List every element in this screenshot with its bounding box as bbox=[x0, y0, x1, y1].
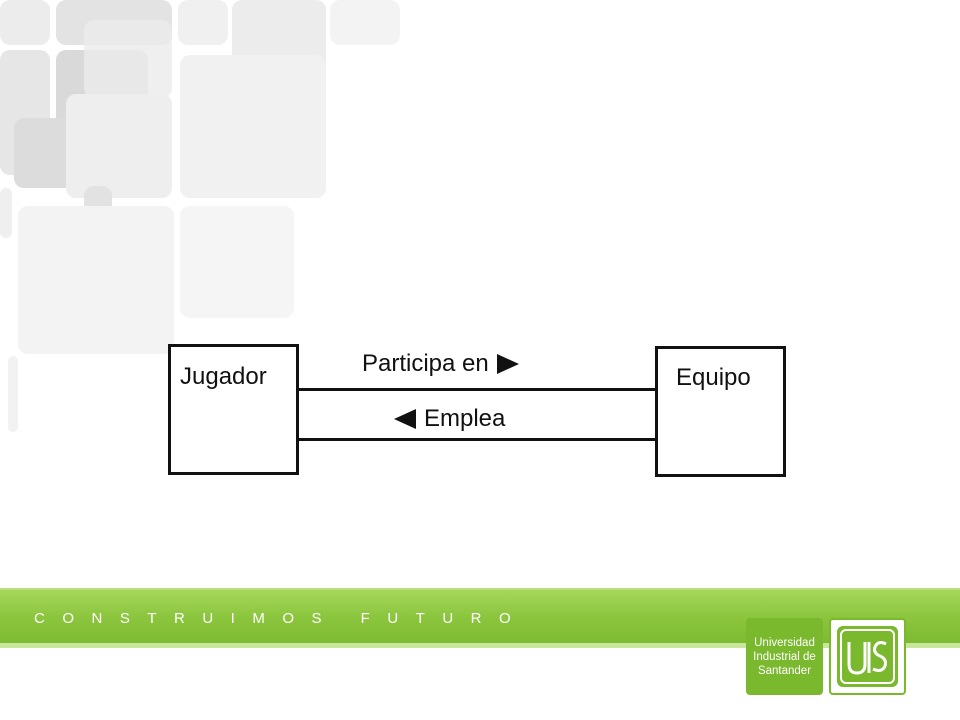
logo-line-1: Universidad bbox=[754, 636, 815, 649]
footer-slogan: CONSTRUIMOS FUTURO bbox=[34, 610, 529, 627]
university-logo: Universidad Industrial de Santander bbox=[746, 618, 823, 695]
relationship-line-emplea bbox=[296, 438, 658, 441]
logo-line-2: Industrial de bbox=[753, 650, 816, 663]
arrow-right-icon bbox=[496, 354, 519, 374]
footer-band-underline bbox=[0, 643, 960, 648]
relationship-participa: Participa en bbox=[362, 350, 519, 378]
relationship-line-participa bbox=[296, 388, 658, 391]
uis-seal-icon bbox=[829, 618, 906, 695]
entity-jugador bbox=[168, 344, 299, 475]
relationship-emplea: Emplea bbox=[394, 405, 505, 433]
entity-equipo bbox=[655, 346, 786, 477]
entity-jugador-label: Jugador bbox=[180, 363, 267, 390]
entity-equipo-label: Equipo bbox=[676, 364, 751, 391]
relationship-emplea-label: Emplea bbox=[424, 405, 506, 432]
arrow-left-icon bbox=[394, 409, 416, 429]
logo-line-3: Santander bbox=[757, 664, 812, 677]
relationship-participa-label: Participa en bbox=[362, 350, 489, 377]
